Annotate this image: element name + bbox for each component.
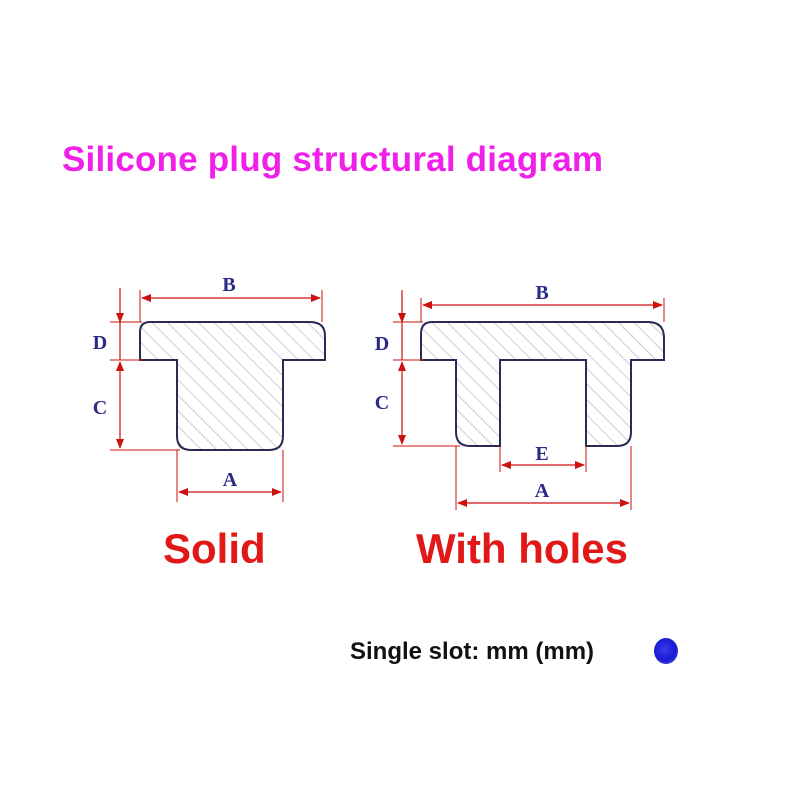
solid-label-a: A — [223, 469, 238, 491]
solid-plug-shape — [139, 321, 326, 451]
holes-caption: With holes — [416, 525, 628, 572]
solid-plug: B D C A — [93, 274, 326, 502]
holes-label-a: A — [535, 480, 550, 502]
solid-label-d: D — [93, 332, 107, 354]
solid-extension-lines — [110, 290, 323, 502]
holes-label-b: B — [535, 282, 548, 304]
holes-plug: B D C E A — [375, 282, 665, 510]
holes-label-d: D — [375, 333, 389, 355]
unit-note: Single slot: mm (mm) — [350, 638, 595, 665]
holes-label-c: C — [375, 392, 389, 414]
holes-label-e: E — [535, 443, 548, 465]
solid-caption: Solid — [163, 525, 266, 572]
solid-label-c: C — [93, 397, 107, 419]
holes-extension-lines — [393, 298, 665, 510]
diagram-title: Silicone plug structural diagram — [62, 140, 604, 179]
blue-dot-icon — [654, 638, 678, 664]
solid-label-b: B — [222, 274, 235, 296]
holes-plug-shape — [420, 321, 665, 447]
